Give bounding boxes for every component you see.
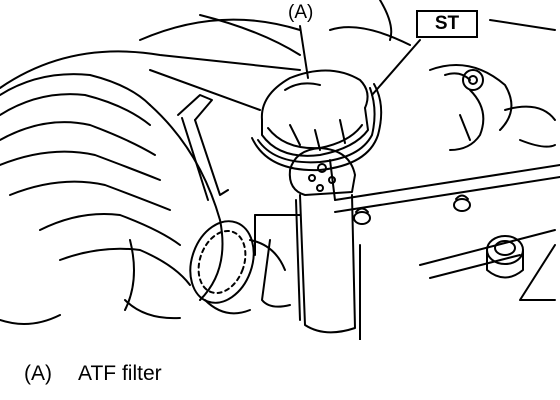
callout-label-a: (A) — [288, 2, 314, 23]
drain-plug — [486, 235, 524, 279]
legend: (A) ATF filter — [24, 362, 162, 386]
oil-pan — [254, 159, 560, 340]
tone-wheel — [124, 220, 286, 320]
legend-text: ATF filter — [78, 362, 162, 385]
axle-boot — [0, 73, 224, 325]
atf-filter-diagram — [0, 0, 560, 340]
leader-line-a — [299, 25, 309, 79]
mount-bolt — [462, 69, 484, 91]
pan-bolt-right — [453, 194, 471, 212]
special-tool-wrench — [251, 83, 383, 334]
leader-line-st — [371, 39, 421, 96]
pan-notch — [519, 244, 556, 301]
transmission-case-lines — [0, 0, 556, 151]
bracket — [177, 94, 229, 201]
atf-filter — [260, 69, 369, 157]
legend-key: (A) — [24, 362, 52, 385]
callout-label-st: ST — [416, 10, 478, 38]
pan-bolt-left — [353, 207, 371, 225]
